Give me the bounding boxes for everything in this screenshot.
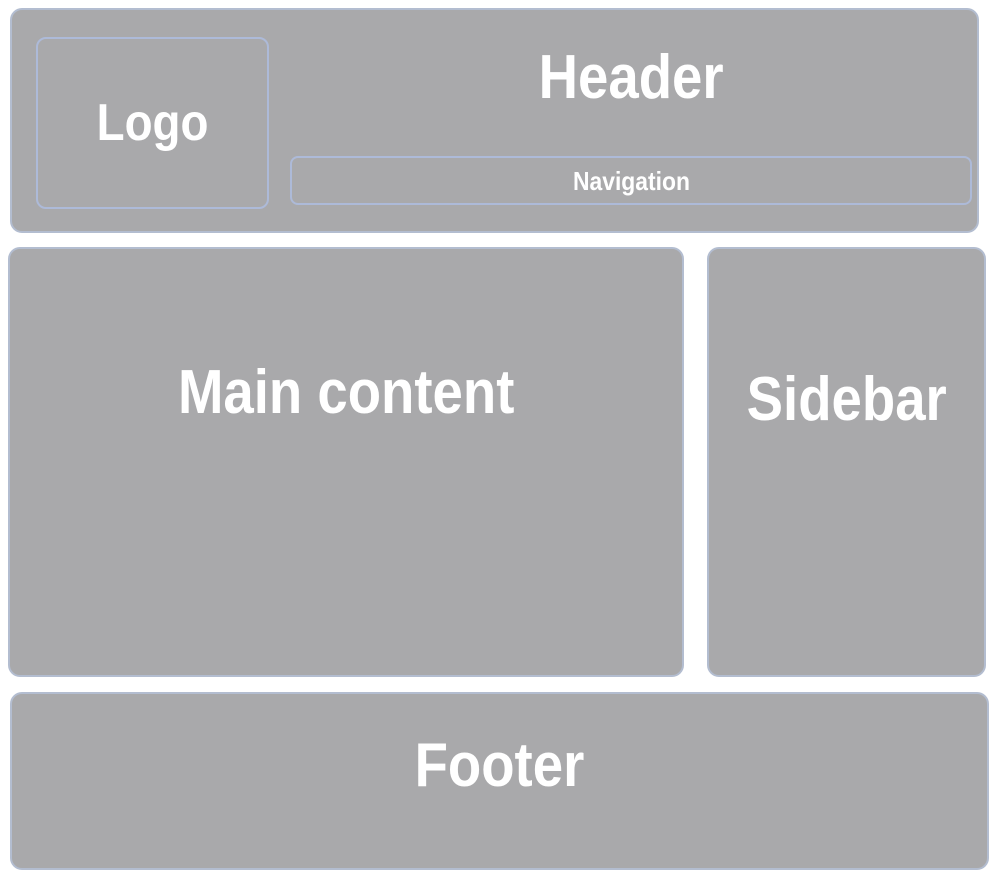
- logo-region: Logo: [36, 37, 269, 209]
- sidebar-region: Sidebar: [707, 247, 986, 677]
- logo-label: Logo: [96, 94, 209, 152]
- navigation-label: Navigation: [572, 165, 690, 196]
- main-content-region: Main content: [8, 247, 684, 677]
- navigation-region: Navigation: [290, 156, 972, 205]
- header-region: Logo Header Navigation: [10, 8, 979, 233]
- footer-label: Footer: [414, 731, 585, 800]
- header-title-label: Header: [538, 43, 724, 112]
- main-content-label: Main content: [177, 358, 515, 427]
- footer-region: Footer: [10, 692, 989, 870]
- sidebar-label: Sidebar: [746, 365, 947, 434]
- header-title: Header: [290, 47, 972, 109]
